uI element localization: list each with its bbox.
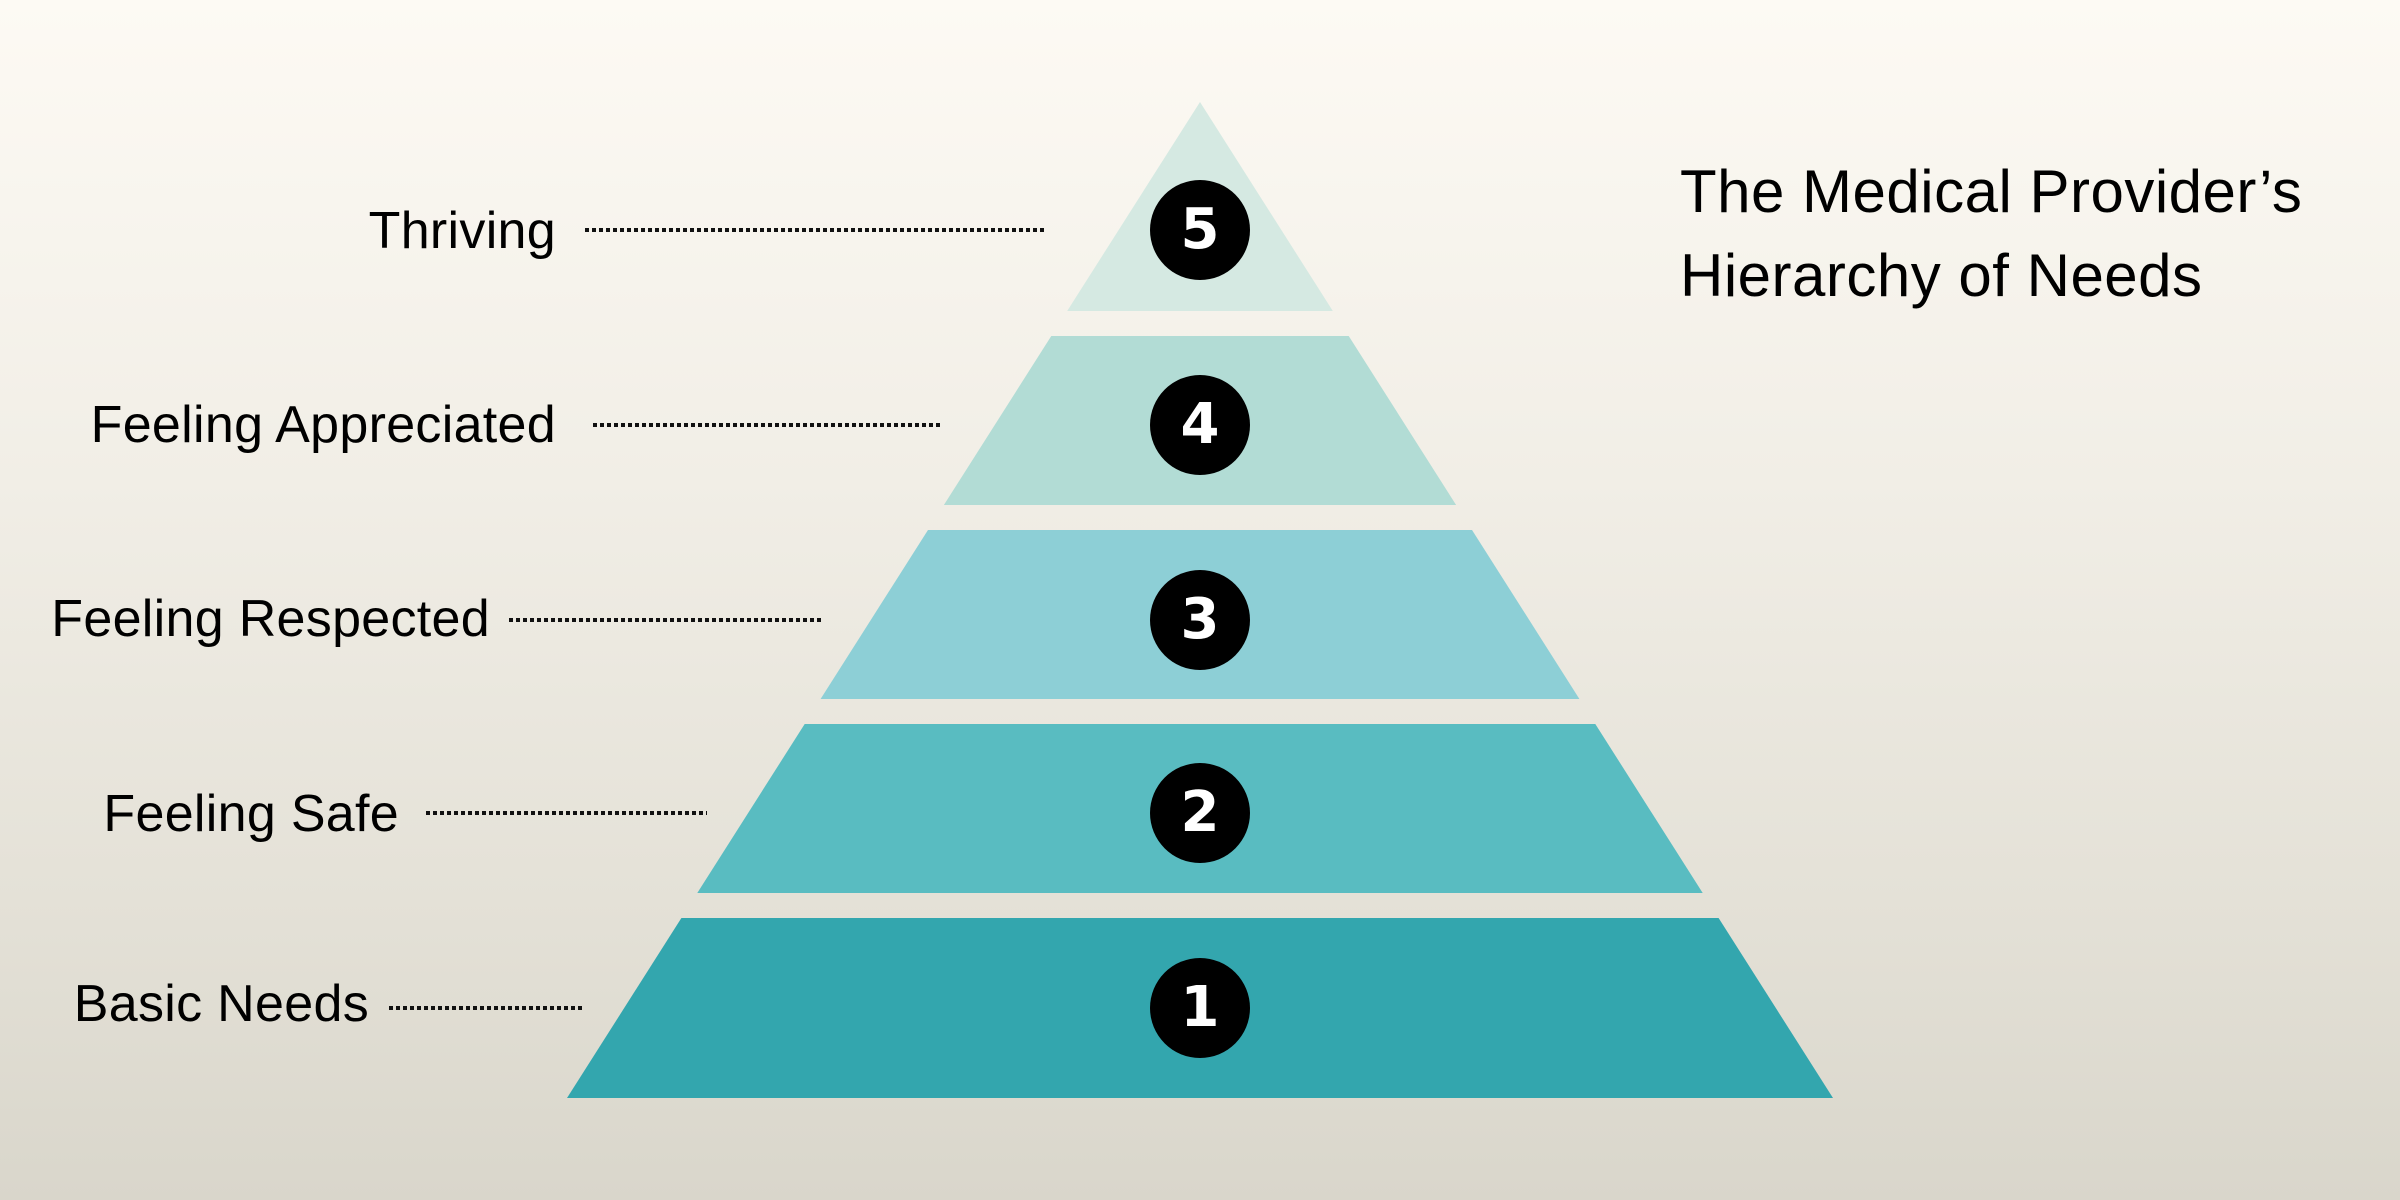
level-label-feeling-respected: Feeling Respected — [51, 590, 490, 648]
level-label-feeling-appreciated: Feeling Appreciated — [90, 396, 556, 454]
leader-line-dotted — [389, 1006, 584, 1010]
number-badge-5: 5 — [1150, 180, 1250, 280]
number-badge-4: 4 — [1150, 375, 1250, 475]
level-label-basic-needs: Basic Needs — [73, 975, 369, 1033]
leader-line-dotted — [509, 618, 823, 622]
level-label-thriving: Thriving — [368, 202, 556, 260]
number-badge-1: 1 — [1150, 958, 1250, 1058]
leader-line-dotted — [585, 228, 1044, 232]
level-label-feeling-safe: Feeling Safe — [103, 785, 399, 843]
leader-line-dotted — [593, 423, 943, 427]
number-badge-2: 2 — [1150, 763, 1250, 863]
leader-line-dotted — [426, 811, 707, 815]
title-line-2: Hierarchy of Needs — [1680, 242, 2203, 309]
number-badge-3: 3 — [1150, 570, 1250, 670]
title-line-1: The Medical Provider’s — [1680, 158, 2303, 225]
diagram-title: The Medical Provider’s Hierarchy of Need… — [1680, 150, 2302, 318]
